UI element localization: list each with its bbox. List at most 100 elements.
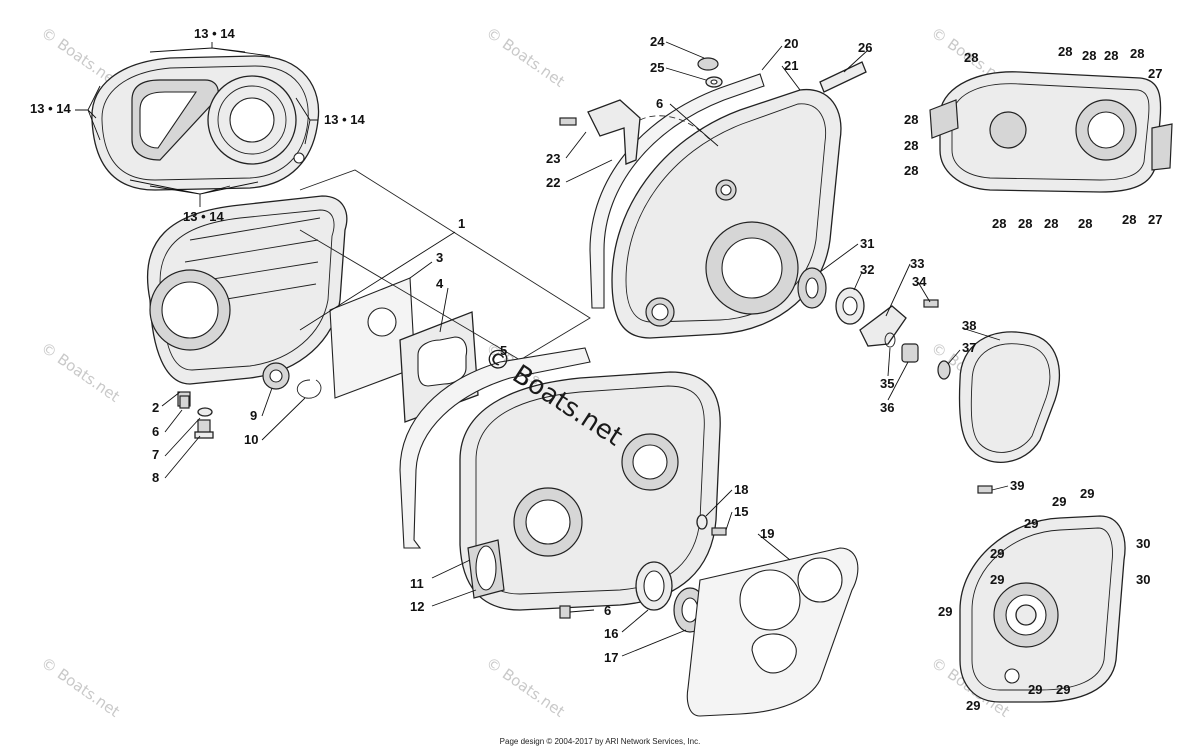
callout-label: 28 (1018, 216, 1032, 231)
callout-label: 30 (1136, 536, 1150, 551)
crankcase-half-part-21 (611, 88, 842, 339)
callout-label: 8 (152, 470, 159, 485)
callout-label: 5 (500, 343, 507, 358)
plate-part-3 (329, 277, 416, 399)
callout-label: 28 (904, 163, 918, 178)
callout-label: 30 (1136, 572, 1150, 587)
callout-label: 29 (990, 546, 1004, 561)
bolt-part-23 (559, 117, 577, 126)
callout-label: 26 (858, 40, 872, 55)
callout-label: 28 (1078, 216, 1092, 231)
callout-label: 25 (650, 60, 664, 75)
callout-label: 29 (1052, 494, 1066, 509)
case-gasket-part-19-left (399, 347, 591, 549)
callout-label: 7 (152, 447, 159, 462)
clutch-housing (146, 195, 348, 407)
callout-label: 13 • 14 (194, 26, 235, 41)
washer-part-25 (705, 76, 723, 88)
cover-part-29 (959, 515, 1126, 703)
callout-label: 24 (650, 34, 665, 49)
callout-label: 6 (656, 96, 663, 111)
washer-part-7 (197, 407, 213, 417)
callout-labels: 13 • 14 13 • 14 13 • 14 13 • 14 1 3 4 5 … (30, 26, 1162, 713)
callout-label: 33 (910, 256, 924, 271)
callout-label: 9 (250, 408, 257, 423)
callout-label: 28 (1082, 48, 1096, 63)
callout-label: 15 (734, 504, 748, 519)
callout-label: 11 (410, 576, 424, 591)
callout-label: 1 (458, 216, 465, 231)
callout-label: 20 (784, 36, 798, 51)
callout-label: 10 (244, 432, 258, 447)
oring-part-36 (884, 332, 896, 348)
callout-label: 28 (964, 50, 978, 65)
callout-label: 4 (436, 276, 444, 291)
callout-label: 17 (604, 650, 618, 665)
callout-label: 23 (546, 151, 560, 166)
crankcase-half-part-11 (459, 371, 721, 611)
callout-label: 29 (1056, 682, 1070, 697)
callout-label: 28 (1058, 44, 1072, 59)
snap-ring-part-10 (296, 379, 322, 399)
callout-label: 6 (604, 603, 611, 618)
cover-part-38 (958, 331, 1060, 463)
callout-label: 29 (1080, 486, 1094, 501)
bolt-part-34 (923, 299, 939, 308)
callout-label: 29 (938, 604, 952, 619)
bracket-part-22 (587, 99, 711, 165)
outer-clutch-cover (91, 55, 320, 191)
case-gasket-part-19 (686, 547, 859, 717)
washer-part-18 (696, 514, 708, 530)
callout-label: 13 • 14 (30, 101, 71, 116)
callout-label: 28 (904, 112, 918, 127)
callout-label: 39 (1010, 478, 1024, 493)
callout-label: 28 (904, 138, 918, 153)
callout-label: 29 (990, 572, 1004, 587)
bearing-part-9 (262, 362, 290, 390)
part-1-frame (299, 169, 591, 361)
callout-label: 29 (966, 698, 980, 713)
cap-part-24 (697, 57, 719, 71)
callout-label: 6 (152, 424, 159, 439)
callout-label: 29 (1024, 516, 1038, 531)
callout-label: 34 (912, 274, 927, 289)
bolt-part-15 (711, 527, 727, 536)
callout-label: 36 (880, 400, 894, 415)
callout-label: 38 (962, 318, 976, 333)
callout-label: 28 (1122, 212, 1136, 227)
callout-label: 27 (1148, 212, 1162, 227)
callout-label: 28 (1130, 46, 1144, 61)
plate-part-26 (819, 61, 867, 93)
watermark: © Boats.net (483, 654, 568, 721)
leader-lines (161, 41, 1009, 657)
spacer-part-35 (901, 343, 919, 363)
watermark: © Boats.net (38, 654, 123, 721)
callout-label: 18 (734, 482, 748, 497)
callout-label: 3 (436, 250, 443, 265)
footer-copyright: Page design © 2004-2017 by ARI Network S… (500, 737, 701, 746)
callout-label: 12 (410, 599, 424, 614)
callout-label: 2 (152, 400, 159, 415)
callout-label: 37 (962, 340, 976, 355)
watermark: © Boats.net (483, 24, 568, 91)
watermark: © Boats.net (38, 339, 123, 406)
outer-cover-leader-lines (75, 42, 318, 207)
outer-case-part-27 (929, 71, 1173, 193)
callout-label: 28 (992, 216, 1006, 231)
callout-label: 32 (860, 262, 874, 277)
oil-seal-part-16 (635, 561, 673, 611)
callout-label: 22 (546, 175, 560, 190)
bushing-part-37 (937, 360, 951, 380)
plate-part-33 (859, 305, 907, 347)
bearing-part-31 (797, 267, 827, 309)
callout-label: 16 (604, 626, 618, 641)
seal-part-32 (835, 287, 865, 325)
callout-label: 29 (1028, 682, 1042, 697)
callout-label: 21 (784, 58, 798, 73)
callout-label: 19 (760, 526, 774, 541)
dowel-pin-6 (179, 395, 190, 409)
callout-label: 13 • 14 (183, 209, 224, 224)
callout-label: 28 (1044, 216, 1058, 231)
drain-plug-part-8 (194, 419, 214, 439)
